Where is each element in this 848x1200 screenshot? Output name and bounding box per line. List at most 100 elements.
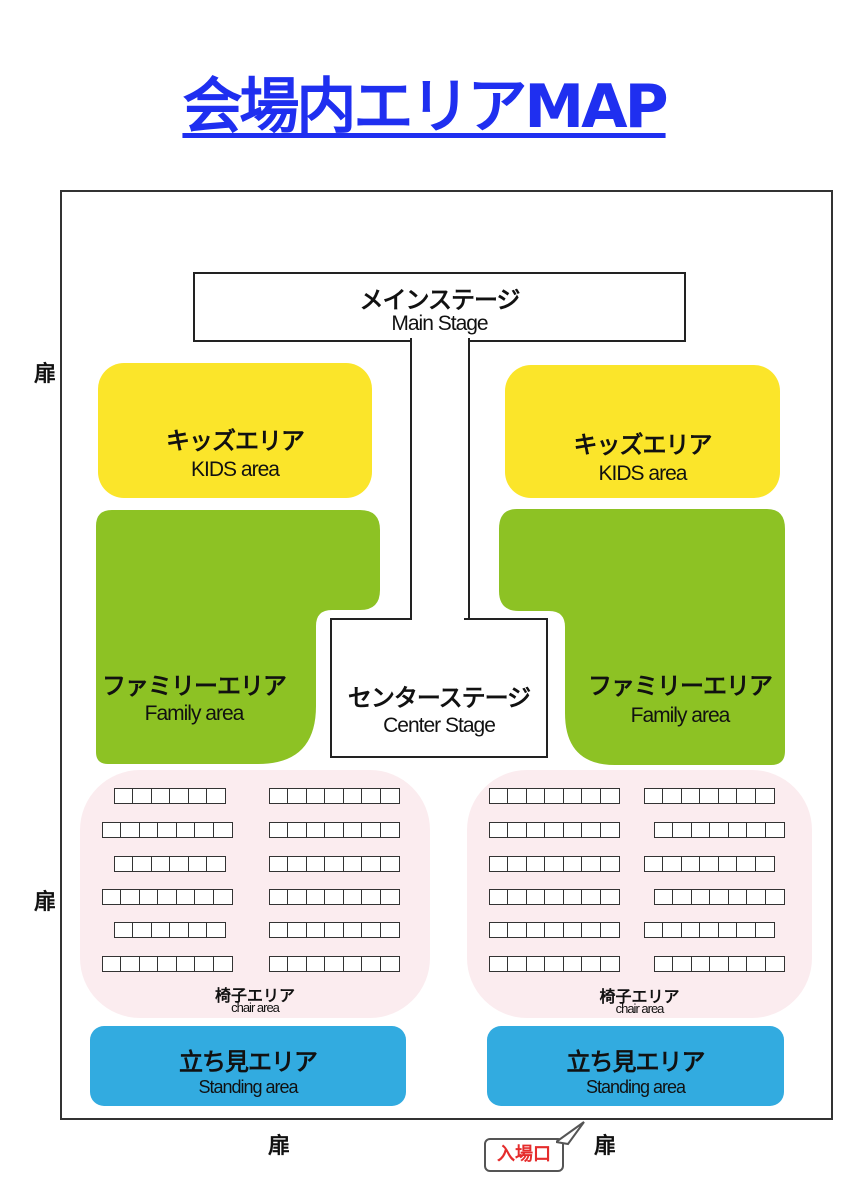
seat [599, 956, 620, 972]
seat [764, 889, 785, 905]
seat [525, 922, 546, 938]
seat [488, 822, 509, 838]
seat [342, 922, 363, 938]
seat [287, 922, 307, 938]
seat [169, 788, 189, 804]
seat [305, 956, 326, 972]
seat [690, 956, 711, 972]
seat [488, 788, 509, 804]
seat [305, 889, 326, 905]
seat [507, 788, 527, 804]
seat [132, 856, 152, 872]
seat [287, 822, 307, 838]
seat [507, 889, 527, 905]
seat [268, 822, 289, 838]
seat [287, 889, 307, 905]
seat [717, 788, 738, 804]
seat [187, 788, 208, 804]
door-left-bottom: 扉 [34, 890, 57, 915]
seat [736, 788, 756, 804]
seat [324, 856, 344, 872]
seat [150, 922, 171, 938]
family-area-right-jp: ファミリーエリア [588, 672, 773, 700]
seat [672, 889, 692, 905]
seat [212, 956, 233, 972]
seat [287, 788, 307, 804]
standing-area-right-en: Standing area [585, 1077, 686, 1097]
seat-row [268, 889, 400, 905]
seat [699, 856, 719, 872]
seat [361, 956, 381, 972]
door-left-top: 扉 [34, 362, 57, 387]
seat-row [488, 922, 620, 938]
seat [132, 922, 152, 938]
seat [113, 788, 134, 804]
chair-area-right-en: chair area [615, 1001, 665, 1016]
seat [699, 788, 719, 804]
kids-area-right-jp: キッズエリア [573, 431, 713, 459]
seat [324, 922, 344, 938]
seat [507, 922, 527, 938]
seat [562, 788, 583, 804]
seat [562, 922, 583, 938]
seat [562, 856, 583, 872]
seat-row [488, 788, 620, 804]
seat [379, 889, 400, 905]
seat-row [268, 856, 400, 872]
runway-join [412, 616, 464, 622]
seat-row [113, 922, 226, 938]
seat [544, 822, 564, 838]
seat [113, 922, 134, 938]
standing-area-right-jp: 立ち見エリア [566, 1048, 706, 1076]
seat [287, 956, 307, 972]
seat [525, 956, 546, 972]
seat [361, 856, 381, 872]
seat-row [268, 922, 400, 938]
seat [544, 856, 564, 872]
seat [662, 856, 682, 872]
seat-row [488, 822, 620, 838]
seat [120, 956, 140, 972]
seat [120, 822, 140, 838]
seat [581, 822, 601, 838]
door-bottom-right: 扉 [594, 1134, 617, 1159]
seat [101, 822, 122, 838]
chair-area-left-jp: 椅子エリア [214, 986, 295, 1005]
seat [643, 788, 664, 804]
main-stage-label-en: Main Stage [391, 312, 488, 335]
family-area-right-en: Family area [630, 704, 731, 727]
standing-area-left-en: Standing area [198, 1077, 298, 1097]
seat [727, 956, 748, 972]
seat [194, 822, 214, 838]
seat [562, 822, 583, 838]
seat [138, 956, 159, 972]
seat [764, 956, 785, 972]
seat [101, 889, 122, 905]
family-area-left-en: Family area [144, 702, 245, 725]
seat [268, 922, 289, 938]
seat [488, 922, 509, 938]
seat [544, 889, 564, 905]
seat-row [488, 856, 620, 872]
seat [680, 922, 701, 938]
seat [662, 922, 682, 938]
seat-row [113, 856, 226, 872]
seat [746, 889, 766, 905]
seat [599, 822, 620, 838]
seat-row [653, 889, 785, 905]
seat [342, 889, 363, 905]
seat [672, 956, 692, 972]
seat-row [268, 788, 400, 804]
seat-row [488, 956, 620, 972]
seat [268, 788, 289, 804]
seat [653, 956, 674, 972]
seat [379, 856, 400, 872]
seat [379, 922, 400, 938]
seat [690, 889, 711, 905]
center-stage-label-en: Center Stage [383, 714, 496, 737]
seat [150, 788, 171, 804]
seat [643, 856, 664, 872]
seat [599, 788, 620, 804]
seat [206, 922, 226, 938]
chair-area-right-jp: 椅子エリア [599, 987, 680, 1006]
